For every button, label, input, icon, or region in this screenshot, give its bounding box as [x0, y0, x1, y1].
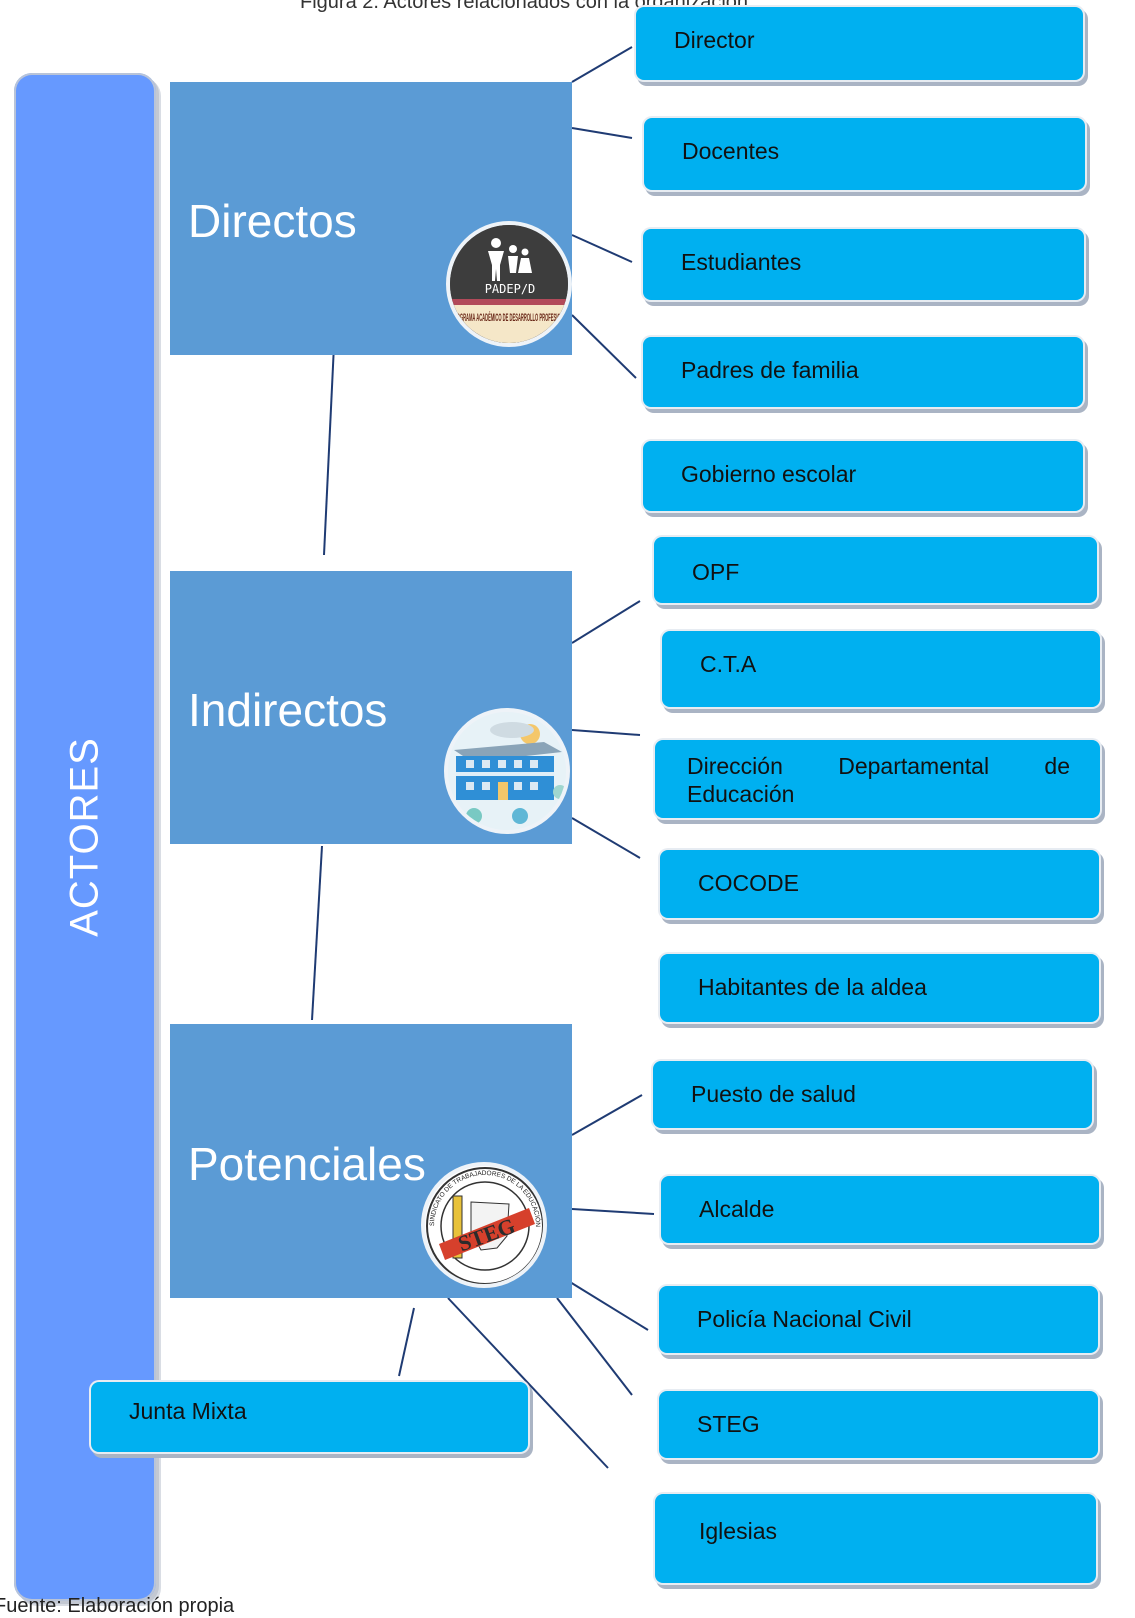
item-label: Iglesias [699, 1518, 777, 1544]
figure-caption: Figura 2. Actores relacionados con la or… [300, 0, 749, 13]
item-box-opf: OPF [654, 537, 1097, 603]
connector-line [571, 1094, 643, 1136]
item-box-policia-nacional-civil: Policía Nacional Civil [659, 1286, 1098, 1353]
connector-line [571, 817, 641, 859]
item-label: C.T.A [700, 651, 757, 677]
padep-logo-bottom-text: PROGRAMA ACADÉMICO DE DESARROLLO PROFESI… [451, 311, 569, 324]
connector-line [571, 314, 637, 379]
item-label: Puesto de salud [691, 1081, 856, 1107]
padep-logo-top-text: PADEP/D [485, 282, 536, 296]
item-label: Junta Mixta [129, 1398, 247, 1424]
item-label: Habitantes de la aldea [698, 974, 927, 1000]
item-box-gobierno-escolar: Gobierno escolar [643, 441, 1083, 511]
school-building-logo [444, 708, 570, 834]
connector-line [571, 46, 633, 83]
item-box-alcalde: Alcalde [661, 1176, 1099, 1243]
item-box-docentes: Docentes [644, 118, 1085, 190]
item-label: Director [674, 27, 755, 53]
connector-line [569, 1281, 649, 1331]
item-label: Padres de familia [681, 357, 859, 383]
category-label: Potenciales [188, 1138, 426, 1190]
item-label: Docentes [682, 138, 780, 164]
connector-line [571, 234, 633, 263]
connector-line [556, 1297, 633, 1396]
item-label: Estudiantes [681, 249, 802, 275]
connector-line [323, 344, 335, 556]
connector-line [571, 127, 633, 139]
item-box-junta-mixta: Junta Mixta [91, 1382, 528, 1452]
actores-bar: ACTORES [14, 73, 156, 1601]
item-box-padres-de-familia: Padres de familia [643, 337, 1083, 407]
item-label: OPF [692, 559, 740, 585]
category-indirectos: Indirectos [170, 571, 572, 844]
item-label: Dirección Departamental de Educación [687, 753, 1070, 807]
item-box-iglesias: Iglesias [655, 1494, 1096, 1583]
connector-line [571, 729, 641, 736]
category-potenciales: Potenciales SINDICATO DE TRABAJADORES DE… [170, 1024, 572, 1298]
source-footer: Fuente: Elaboración propia [0, 1595, 235, 1617]
item-box-direccion-departamental: Dirección Departamental de Educación [655, 740, 1100, 818]
item-box-cocode: COCODE [660, 850, 1099, 918]
item-box-cta: C.T.A [662, 631, 1100, 707]
item-box-estudiantes: Estudiantes [643, 229, 1084, 300]
steg-logo: SINDICATO DE TRABAJADORES DE LA EDUCACIÓ… [421, 1162, 547, 1288]
connector-line [571, 1208, 655, 1215]
connector-line [398, 1307, 415, 1377]
item-box-director: Director [636, 7, 1083, 80]
connector-line [447, 1297, 609, 1469]
category-directos: Directos PADEP/D PROGRAMA ACADÉMICO DE D… [170, 82, 572, 355]
item-label: Alcalde [699, 1196, 775, 1222]
item-label: COCODE [698, 870, 799, 896]
item-label: Policía Nacional Civil [697, 1306, 912, 1332]
item-box-puesto-de-salud: Puesto de salud [653, 1061, 1092, 1128]
item-label: STEG [697, 1411, 760, 1437]
connector-line [311, 845, 323, 1021]
connector-line [571, 600, 641, 644]
item-box-habitantes: Habitantes de la aldea [660, 954, 1099, 1022]
padep-logo: PADEP/D PROGRAMA ACADÉMICO DE DESARROLLO… [446, 221, 572, 347]
category-label: Indirectos [188, 684, 388, 736]
category-label: Directos [188, 195, 357, 247]
item-label: Gobierno escolar [681, 461, 857, 487]
item-box-steg: STEG [659, 1391, 1098, 1458]
